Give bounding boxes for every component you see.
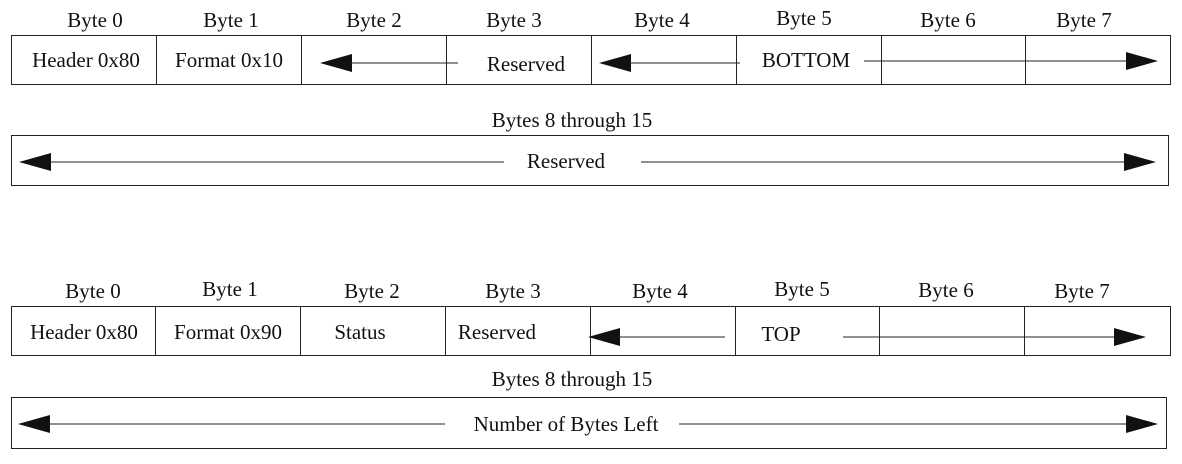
bytes-8-15-box [11, 135, 1169, 186]
right-arrowhead [1114, 328, 1146, 346]
right-arrowhead [1126, 52, 1158, 70]
bottom-cell: BOTTOM [762, 48, 851, 72]
byte-label: Byte 4 [634, 8, 690, 32]
bytes-range-label: Bytes 8 through 15 [492, 108, 652, 132]
bytes-range-label: Bytes 8 through 15 [492, 367, 652, 391]
left-arrowhead [18, 415, 50, 433]
header-cell: Header 0x80 [30, 320, 138, 344]
byte-header-row: Byte 0 Byte 1 Byte 2 Byte 3 Byte 4 Byte … [67, 6, 1111, 32]
byte-header-row: Byte 0 Byte 1 Byte 2 Byte 3 Byte 4 Byte … [65, 277, 1109, 303]
bytes-left-wide-label: Number of Bytes Left [474, 412, 659, 436]
left-arrowhead [320, 54, 352, 72]
byte-label: Byte 7 [1054, 279, 1109, 303]
reserved-wide-arrow [19, 153, 1156, 171]
right-arrowhead [1126, 415, 1158, 433]
format-0x90-diagram: Byte 0 Byte 1 Byte 2 Byte 3 Byte 4 Byte … [11, 277, 1171, 449]
format-cell: Format 0x90 [174, 320, 282, 344]
reserved-cell: Reserved [458, 320, 537, 344]
reserved-wide-label: Reserved [527, 149, 606, 173]
reserved-span-arrow [320, 54, 458, 72]
byte-label: Byte 4 [632, 279, 688, 303]
byte-label: Byte 1 [203, 8, 258, 32]
byte-label: Byte 5 [774, 277, 829, 301]
byte-label: Byte 5 [776, 6, 831, 30]
status-cell: Status [334, 320, 385, 344]
left-arrowhead [19, 153, 51, 171]
byte-label: Byte 6 [918, 278, 973, 302]
header-cell: Header 0x80 [32, 48, 140, 72]
left-arrowhead [588, 328, 620, 346]
byte-label: Byte 2 [346, 8, 401, 32]
bytes-left-wide-arrow [18, 415, 1158, 433]
byte-label: Byte 0 [67, 8, 122, 32]
reserved-cell: Reserved [487, 52, 566, 76]
byte-label: Byte 7 [1056, 8, 1111, 32]
bottom-span-arrow [599, 52, 1158, 72]
format-0x10-diagram: Byte 0 Byte 1 Byte 2 Byte 3 Byte 4 Byte … [11, 6, 1171, 186]
byte-label: Byte 1 [202, 277, 257, 301]
format-cell: Format 0x10 [175, 48, 283, 72]
right-arrowhead [1124, 153, 1156, 171]
top-cell: TOP [761, 322, 800, 346]
top-span-arrow [588, 328, 1146, 346]
bytes-8-15-box [11, 397, 1167, 449]
byte-label: Byte 2 [344, 279, 399, 303]
byte-label: Byte 0 [65, 279, 120, 303]
byte-label: Byte 6 [920, 8, 975, 32]
byte-label: Byte 3 [485, 279, 540, 303]
byte-label: Byte 3 [486, 8, 541, 32]
left-arrowhead [599, 54, 631, 72]
